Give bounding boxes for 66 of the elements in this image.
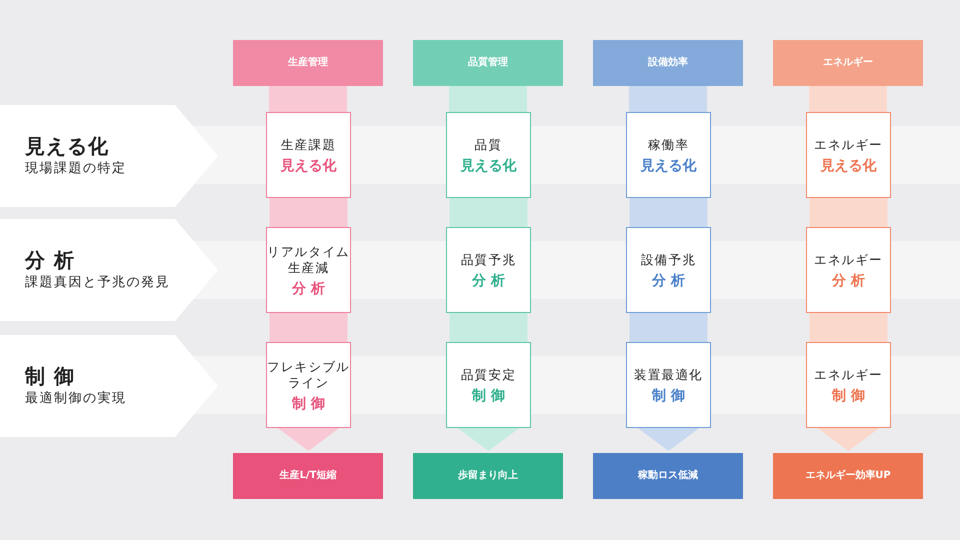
flow-band <box>810 313 888 342</box>
step-box <box>626 112 711 198</box>
step-text: フレキシブルライン <box>267 358 350 390</box>
step-text: 品質安定 <box>460 366 516 382</box>
flow-band <box>630 313 708 342</box>
stage-tag: 分 析 <box>652 272 685 288</box>
stage-tag: 制 御 <box>832 388 865 404</box>
step-box <box>266 342 351 428</box>
step-text: 稼働率 <box>648 136 690 152</box>
step-box <box>446 227 531 313</box>
stage-description: 現場課題の特定 <box>25 160 126 178</box>
flow-band <box>629 86 707 112</box>
flow-band <box>810 198 888 227</box>
stage-tag: 見える化 <box>280 158 336 174</box>
stage-title: 見える化 <box>25 134 109 158</box>
stage-tag: 見える化 <box>460 158 516 174</box>
step-text: 品質 <box>474 136 502 152</box>
stage-tag: 分 析 <box>292 280 325 296</box>
flow-band <box>449 86 527 112</box>
stage-tag: 制 御 <box>472 388 505 404</box>
flow-band <box>809 86 887 112</box>
flow-arrow <box>818 428 880 451</box>
step-box <box>446 112 531 198</box>
stage-description: 課題真因と予兆の発見 <box>25 274 170 292</box>
category-header: 品質管理 <box>413 40 563 86</box>
step-box <box>626 227 711 313</box>
category-header: エネルギー <box>773 40 923 86</box>
flow-band <box>270 313 348 342</box>
result-box: 歩留まり向上 <box>413 453 563 499</box>
result-box: 生産L/T短縮 <box>233 453 383 499</box>
step-box <box>626 342 711 428</box>
stage-description: 最適制御の実現 <box>25 390 126 408</box>
flow-arrow <box>278 428 340 451</box>
result-box: 稼動ロス低減 <box>593 453 743 499</box>
step-text: リアルタイム生産減 <box>267 244 350 276</box>
step-box <box>806 227 891 313</box>
step-box <box>446 342 531 428</box>
stage-title: 分 析 <box>25 248 75 272</box>
flow-arrow <box>458 428 520 451</box>
stage-tag: 制 御 <box>292 396 325 412</box>
flow-band <box>630 198 708 227</box>
step-text: 生産課題 <box>280 136 336 152</box>
step-box <box>266 112 351 198</box>
stage-title: 制 御 <box>25 364 75 388</box>
stage-tag: 見える化 <box>640 158 696 174</box>
step-text: エネルギー <box>814 136 883 152</box>
step-text: 装置最適化 <box>634 366 703 382</box>
step-text: エネルギー <box>814 252 883 268</box>
step-text: 設備予兆 <box>640 252 696 268</box>
step-box <box>266 227 351 313</box>
category-header: 設備効率 <box>593 40 743 86</box>
flow-band <box>270 198 348 227</box>
step-box <box>806 342 891 428</box>
stage-tag: 見える化 <box>820 158 876 174</box>
flow-band <box>450 198 528 227</box>
step-box <box>806 112 891 198</box>
stage-tag: 分 析 <box>472 272 505 288</box>
step-text: エネルギー <box>814 366 883 382</box>
stage-tag: 制 御 <box>652 388 685 404</box>
stage-tag: 分 析 <box>832 272 865 288</box>
flow-band <box>450 313 528 342</box>
result-box: エネルギー効率UP <box>773 453 923 499</box>
flow-band <box>269 86 347 112</box>
flow-arrow <box>638 428 700 451</box>
step-text: 品質予兆 <box>460 252 516 268</box>
category-header: 生産管理 <box>233 40 383 86</box>
